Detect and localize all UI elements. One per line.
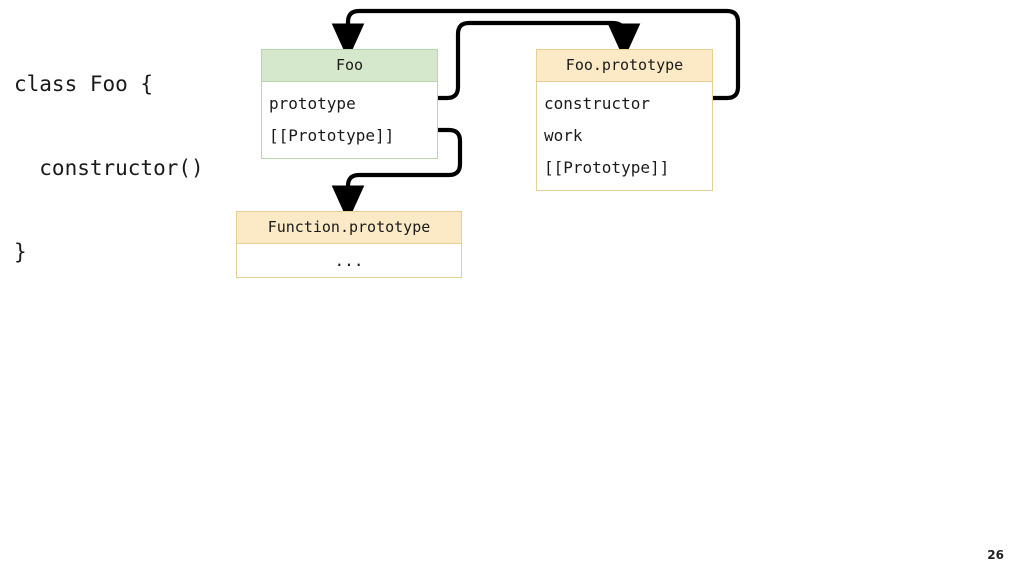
box-function-prototype-title: Function.prototype — [236, 211, 462, 244]
box-function-prototype-row-ellipsis[interactable]: ... — [334, 251, 364, 270]
code-line-3: } — [14, 240, 27, 264]
box-function-prototype-body: ... — [236, 244, 462, 278]
box-foo-prototype-row-constructor[interactable]: constructor — [544, 94, 650, 113]
box-foo-body: prototype [[Prototype]] — [261, 82, 438, 159]
code-line-1: class Foo { — [14, 72, 154, 96]
box-foo-prototype-row-work[interactable]: work — [544, 126, 583, 145]
box-foo-prototype-title: Foo.prototype — [536, 49, 713, 82]
box-foo-row-internal-prototype[interactable]: [[Prototype]] — [269, 126, 395, 145]
box-foo-row-prototype[interactable]: prototype — [269, 94, 356, 113]
box-foo-prototype-row-internal-prototype[interactable]: [[Prototype]] — [544, 158, 670, 177]
page-number: 26 — [987, 548, 1004, 562]
code-line-2: constructor() — [14, 156, 204, 180]
box-foo-prototype[interactable]: Foo.prototype constructor work [[Prototy… — [536, 49, 713, 191]
box-foo[interactable]: Foo prototype [[Prototype]] — [261, 49, 438, 159]
box-foo-prototype-body: constructor work [[Prototype]] — [536, 82, 713, 191]
box-function-prototype[interactable]: Function.prototype ... — [236, 211, 462, 278]
box-foo-title: Foo — [261, 49, 438, 82]
code-snippet: class Foo { constructor() } — [14, 14, 204, 322]
